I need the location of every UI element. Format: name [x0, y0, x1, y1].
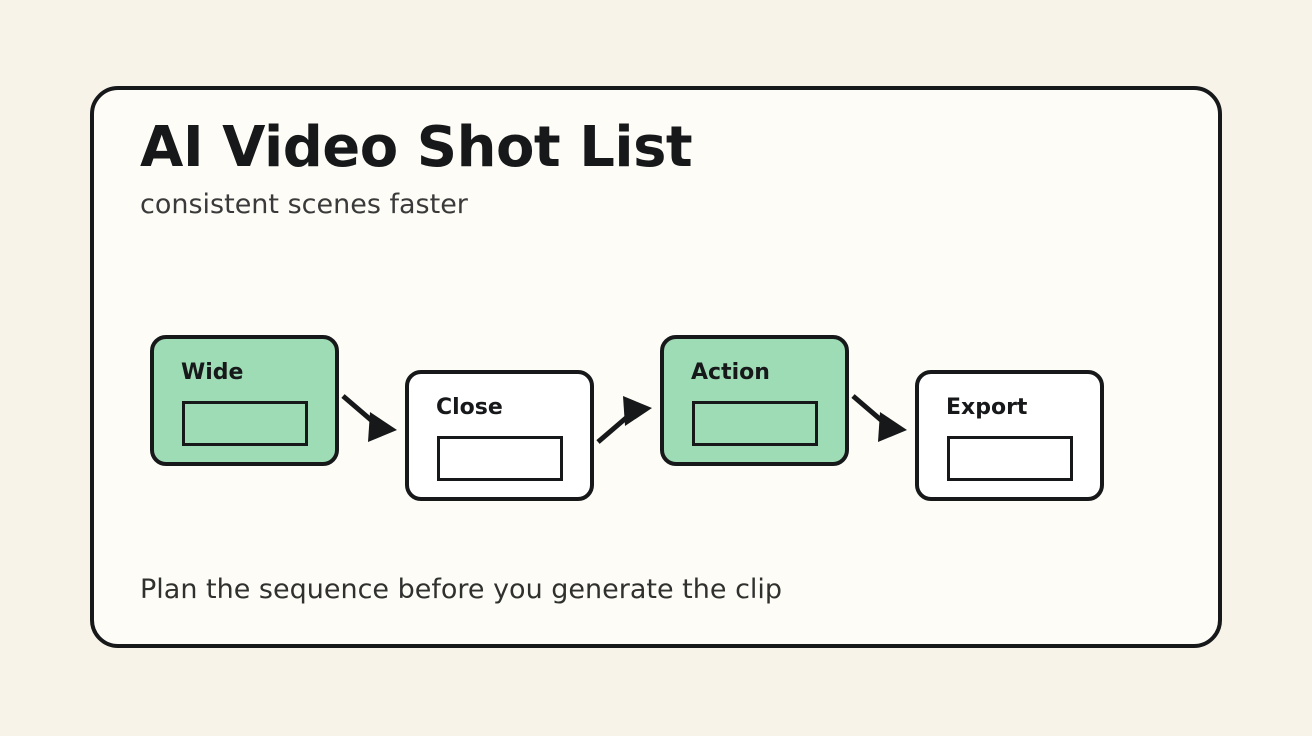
flow-card-close[interactable]: Close — [405, 370, 594, 501]
flow-card-slot[interactable] — [692, 401, 818, 446]
content-panel: AI Video Shot List consistent scenes fas… — [90, 86, 1222, 648]
flow-arrow-right-down-icon — [851, 394, 907, 442]
flow-card-export[interactable]: Export — [915, 370, 1104, 501]
flow-arrow-right-down-icon — [341, 394, 397, 442]
flow-card-slot[interactable] — [947, 436, 1073, 481]
page-title: AI Video Shot List — [140, 115, 693, 180]
flow-card-action[interactable]: Action — [660, 335, 849, 466]
flow-card-label: Action — [691, 360, 770, 385]
header-block: AI Video Shot List consistent scenes fas… — [140, 118, 1040, 222]
flow-arrow-right-up-icon — [596, 396, 652, 444]
footer-caption: Plan the sequence before you generate th… — [140, 574, 783, 605]
page-subtitle: consistent scenes faster — [140, 189, 468, 221]
flow-card-slot[interactable] — [182, 401, 308, 446]
flow-card-wide[interactable]: Wide — [150, 335, 339, 466]
flow-card-slot[interactable] — [437, 436, 563, 481]
flow-card-label: Export — [946, 395, 1028, 420]
flow-card-label: Wide — [181, 360, 244, 385]
flow-diagram: Wide Close Action Export — [94, 90, 1226, 652]
flow-card-label: Close — [436, 395, 503, 420]
